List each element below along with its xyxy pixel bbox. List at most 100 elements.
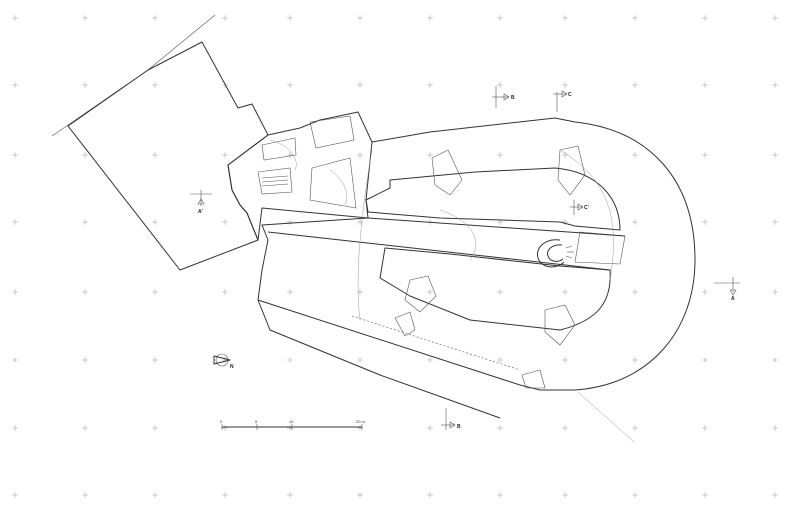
scale-tick-10: 10: [289, 419, 294, 424]
registration-cross: [562, 425, 568, 431]
section-a-label: A: [731, 296, 735, 302]
left-annex: [51, 14, 269, 271]
registration-cross: [632, 82, 638, 88]
registration-cross: [562, 15, 568, 21]
registration-cross: [632, 152, 638, 158]
scale-tick-0: 0: [220, 419, 223, 424]
registration-cross: [152, 219, 158, 225]
entrance-block: [227, 111, 373, 241]
registration-cross: [152, 152, 158, 158]
registration-cross: [12, 15, 18, 21]
registration-cross: [152, 289, 158, 295]
registration-cross: [562, 289, 568, 295]
registration-cross: [772, 152, 778, 158]
section-marker-b-top: B: [492, 86, 515, 108]
registration-cross: [772, 425, 778, 431]
registration-cross: [287, 289, 293, 295]
section-c-top-label: C: [568, 92, 572, 98]
registration-cross: [222, 289, 228, 295]
registration-cross: [702, 492, 708, 498]
registration-cross: [12, 492, 18, 498]
registration-cross: [152, 357, 158, 363]
registration-cross: [287, 357, 293, 363]
registration-cross: [357, 357, 363, 363]
registration-cross: [632, 289, 638, 295]
registration-cross: [497, 357, 503, 363]
section-b-bottom-label: B: [457, 424, 461, 430]
registration-cross: [772, 82, 778, 88]
registration-cross: [222, 152, 228, 158]
registration-cross: [82, 15, 88, 21]
registration-cross: [12, 289, 18, 295]
registration-cross: [702, 152, 708, 158]
registration-cross: [222, 15, 228, 21]
section-marker-b-bottom: B: [441, 408, 461, 430]
registration-cross: [702, 425, 708, 431]
registration-cross: [632, 357, 638, 363]
registration-cross: [772, 15, 778, 21]
piers: [394, 145, 586, 389]
registration-cross: [152, 82, 158, 88]
north-arrow-label: N: [230, 364, 234, 370]
registration-cross: [152, 15, 158, 21]
registration-cross: [222, 357, 228, 363]
registration-cross: [497, 492, 503, 498]
registration-cross: [702, 219, 708, 225]
registration-cross: [427, 289, 433, 295]
registration-grid: [12, 15, 778, 498]
scale-tick-5: 5: [255, 419, 258, 424]
registration-cross: [772, 357, 778, 363]
registration-cross: [222, 425, 228, 431]
registration-cross: [632, 425, 638, 431]
registration-cross: [357, 152, 363, 158]
registration-cross: [562, 219, 568, 225]
registration-cross: [357, 492, 363, 498]
registration-cross: [427, 152, 433, 158]
registration-cross: [287, 219, 293, 225]
registration-cross: [12, 219, 18, 225]
section-marker-c-mid: C': [570, 200, 589, 215]
registration-cross: [497, 82, 503, 88]
registration-cross: [427, 15, 433, 21]
registration-cross: [357, 15, 363, 21]
registration-cross: [702, 15, 708, 21]
registration-cross: [427, 492, 433, 498]
registration-cross: [427, 425, 433, 431]
registration-cross: [427, 357, 433, 363]
registration-cross: [427, 82, 433, 88]
registration-cross: [287, 15, 293, 21]
registration-cross: [287, 152, 293, 158]
registration-cross: [497, 15, 503, 21]
projection-lines: [577, 391, 635, 443]
registration-cross: [357, 82, 363, 88]
registration-cross: [702, 357, 708, 363]
section-marker-a: A: [714, 277, 740, 302]
section-b-top-label: B: [511, 95, 515, 101]
section-marker-a-prime: A': [190, 190, 212, 215]
registration-cross: [82, 152, 88, 158]
registration-cross: [12, 152, 18, 158]
registration-cross: [702, 82, 708, 88]
registration-cross: [772, 289, 778, 295]
north-arrow-icon: N: [213, 353, 234, 370]
registration-cross: [82, 492, 88, 498]
registration-cross: [82, 425, 88, 431]
registration-cross: [632, 492, 638, 498]
registration-cross: [772, 492, 778, 498]
registration-cross: [287, 82, 293, 88]
registration-cross: [772, 219, 778, 225]
section-marker-c-top: C: [553, 90, 572, 112]
registration-cross: [287, 492, 293, 498]
spiral-stair: [536, 239, 574, 268]
section-a-prime-label: A': [198, 209, 203, 215]
registration-cross: [562, 357, 568, 363]
scale-bar: 0 5 10 20 m: [220, 419, 366, 430]
registration-cross: [82, 357, 88, 363]
registration-cross: [222, 219, 228, 225]
section-c-mid-label: C': [584, 205, 589, 211]
registration-cross: [82, 219, 88, 225]
registration-cross: [497, 425, 503, 431]
vault-arcs: [269, 139, 614, 371]
registration-cross: [562, 492, 568, 498]
